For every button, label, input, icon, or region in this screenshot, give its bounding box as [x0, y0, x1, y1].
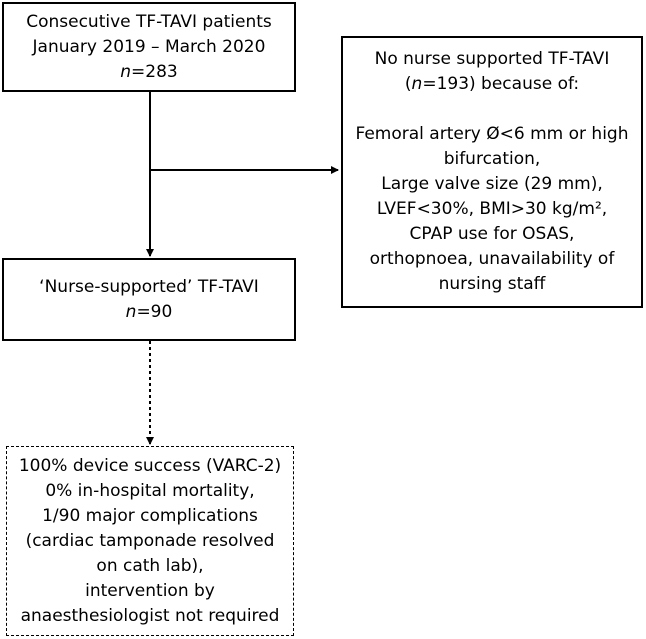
excluded-reason: nursing staff: [438, 274, 546, 294]
excluded-reason: LVEF<30%, BMI>30 kg/m²,: [376, 199, 608, 219]
included-title: ‘Nurse-supported’ TF-TAVI: [39, 276, 259, 297]
outcome-line: (cardiac tamponade resolved: [25, 530, 275, 551]
start-date-range: January 2019 – March 2020: [32, 36, 266, 57]
excluded-title: No nurse supported TF-TAVI: [374, 49, 610, 69]
excluded-box: No nurse supported TF-TAVI (n=193) becau…: [341, 36, 643, 308]
included-box: ‘Nurse-supported’ TF-TAVI n=90: [2, 258, 296, 341]
excluded-reason: orthopnoea, unavailability of: [369, 249, 615, 269]
excluded-count: (n=193) because of:: [404, 74, 580, 94]
excluded-reason: bifurcation,: [443, 149, 541, 169]
outcome-line: 100% device success (VARC-2): [18, 455, 282, 476]
excluded-reason: CPAP use for OSAS,: [409, 224, 575, 244]
outcome-line: intervention by: [85, 580, 215, 601]
included-count: n=90: [125, 301, 173, 322]
outcome-line: anaesthesiologist not required: [20, 605, 280, 626]
excluded-reason: Large valve size (29 mm),: [381, 174, 603, 194]
outcome-box: 100% device success (VARC-2) 0% in-hospi…: [6, 446, 294, 636]
excluded-reason: Femoral artery Ø<6 mm or high: [355, 124, 629, 144]
outcome-line: 0% in-hospital mortality,: [45, 480, 255, 501]
start-count: n=283: [120, 61, 178, 82]
outcome-line: on cath lab),: [96, 555, 204, 576]
start-title: Consecutive TF-TAVI patients: [26, 11, 272, 32]
start-box: Consecutive TF-TAVI patients January 201…: [2, 2, 296, 92]
outcome-line: 1/90 major complications: [42, 505, 258, 526]
